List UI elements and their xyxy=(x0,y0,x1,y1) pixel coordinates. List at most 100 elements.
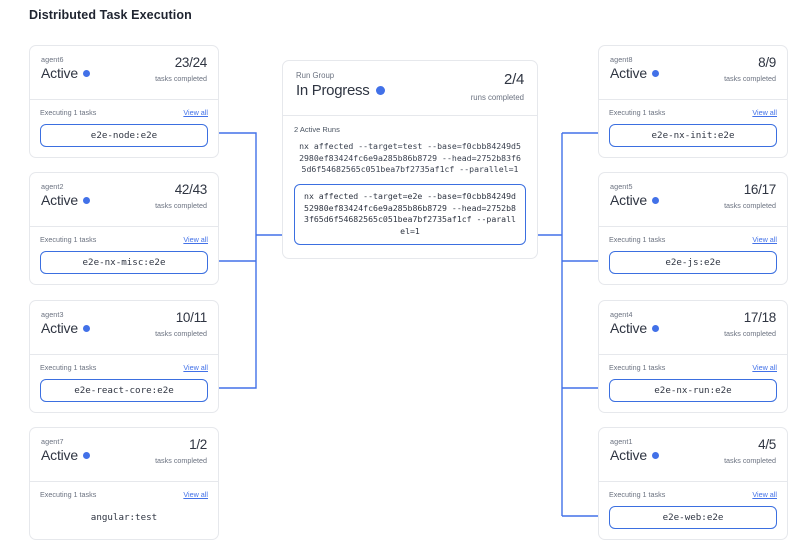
view-all-link[interactable]: View all xyxy=(183,235,208,244)
active-runs-label: 2 Active Runs xyxy=(294,125,340,134)
agent-card-body: Executing 1 tasks View all e2e-nx-run:e2… xyxy=(599,355,787,412)
agent-card-body: Executing 1 tasks View all e2e-nx-misc:e… xyxy=(30,227,218,284)
agent-status-label: Active xyxy=(610,447,647,463)
agent-card-header: agent7 Active 1/2 tasks completed xyxy=(30,428,218,481)
agent-card-agent5[interactable]: agent5 Active 16/17 tasks completed Exec… xyxy=(598,172,788,285)
agent-counts: 42/43 tasks completed xyxy=(155,182,207,210)
executing-label: Executing 1 tasks xyxy=(40,490,97,499)
tasks-count-label: tasks completed xyxy=(724,74,776,83)
agent-status: Active xyxy=(41,192,207,208)
agent-status: Active xyxy=(610,320,776,336)
status-dot-icon xyxy=(651,196,659,204)
tasks-count-label: tasks completed xyxy=(724,201,776,210)
agent-name: agent5 xyxy=(610,182,633,191)
card-divider xyxy=(599,481,787,482)
agent-card-header: agent5 Active 16/17 tasks completed xyxy=(599,173,787,226)
agent-card-header: agent4 Active 17/18 tasks completed xyxy=(599,301,787,354)
task-label[interactable]: angular:test xyxy=(90,512,158,523)
card-divider xyxy=(30,354,218,355)
run-group-status-label: In Progress xyxy=(296,82,370,99)
agent-card-body: Executing 1 tasks View all e2e-web:e2e xyxy=(599,482,787,539)
executing-label: Executing 1 tasks xyxy=(609,363,666,372)
agent-card-header: agent2 Active 42/43 tasks completed xyxy=(30,173,218,226)
run-command-highlighted[interactable]: nx affected --target=e2e --base=f0cbb842… xyxy=(294,183,526,246)
tasks-count-label: tasks completed xyxy=(155,74,207,83)
agent-card-agent8[interactable]: agent8 Active 8/9 tasks completed Execut… xyxy=(598,45,788,158)
executing-label: Executing 1 tasks xyxy=(40,235,97,244)
runs-count: 2/4 xyxy=(504,71,524,88)
agent-card-agent1[interactable]: agent1 Active 4/5 tasks completed Execut… xyxy=(598,427,788,540)
agent-counts: 4/5 tasks completed xyxy=(724,437,776,465)
tasks-count: 42/43 xyxy=(174,182,208,197)
tasks-count: 17/18 xyxy=(743,310,777,325)
agent-card-header: agent1 Active 4/5 tasks completed xyxy=(599,428,787,481)
status-dot-icon xyxy=(651,324,659,332)
tasks-count: 8/9 xyxy=(758,55,776,70)
run-command[interactable]: nx affected --target=test --base=f0cbb84… xyxy=(299,141,521,175)
task-pill[interactable]: e2e-js:e2e xyxy=(609,251,777,274)
task-pill[interactable]: e2e-nx-misc:e2e xyxy=(40,251,208,274)
agent-status-label: Active xyxy=(41,320,78,336)
tasks-count-label: tasks completed xyxy=(155,329,207,338)
agent-card-agent3[interactable]: agent3 Active 10/11 tasks completed Exec… xyxy=(29,300,219,413)
agent-card-header: agent6 Active 23/24 tasks completed xyxy=(30,46,218,99)
agent-card-body: Executing 1 tasks View all e2e-nx-init:e… xyxy=(599,100,787,157)
runs-count-label: runs completed xyxy=(470,93,524,102)
executing-label: Executing 1 tasks xyxy=(609,235,666,244)
executing-row: Executing 1 tasks View all xyxy=(609,363,777,372)
agent-card-body: Executing 1 tasks View all e2e-js:e2e xyxy=(599,227,787,284)
agent-card-agent4[interactable]: agent4 Active 17/18 tasks completed Exec… xyxy=(598,300,788,413)
view-all-link[interactable]: View all xyxy=(752,108,777,117)
agent-card-agent6[interactable]: agent6 Active 23/24 tasks completed Exec… xyxy=(29,45,219,158)
executing-row: Executing 1 tasks View all xyxy=(609,490,777,499)
status-dot-icon xyxy=(651,451,659,459)
task-pill[interactable]: e2e-react-core:e2e xyxy=(40,379,208,402)
view-all-link[interactable]: View all xyxy=(752,490,777,499)
executing-label: Executing 1 tasks xyxy=(40,363,97,372)
task-pill[interactable]: e2e-nx-init:e2e xyxy=(609,124,777,147)
agent-status: Active xyxy=(41,447,207,463)
agent-counts: 1/2 tasks completed xyxy=(155,437,207,465)
agent-card-agent2[interactable]: agent2 Active 42/43 tasks completed Exec… xyxy=(29,172,219,285)
agent-status: Active xyxy=(610,447,776,463)
agent-status-label: Active xyxy=(41,192,78,208)
status-dot-icon xyxy=(82,324,90,332)
task-pill[interactable]: e2e-web:e2e xyxy=(609,506,777,529)
view-all-link[interactable]: View all xyxy=(752,235,777,244)
tasks-count: 10/11 xyxy=(175,310,208,325)
status-dot-icon xyxy=(651,69,659,77)
status-dot-icon xyxy=(376,86,386,95)
run-group-label: Run Group xyxy=(296,71,335,80)
run-group-card[interactable]: Run Group In Progress 2/4 runs completed… xyxy=(282,60,538,260)
view-all-link[interactable]: View all xyxy=(183,490,208,499)
page-title: Distributed Task Execution xyxy=(29,8,192,22)
view-all-link[interactable]: View all xyxy=(183,363,208,372)
agent-status: Active xyxy=(41,65,207,81)
view-all-link[interactable]: View all xyxy=(752,363,777,372)
task-pill[interactable]: e2e-nx-run:e2e xyxy=(609,379,777,402)
card-divider xyxy=(599,226,787,227)
card-divider xyxy=(30,99,218,100)
agent-counts: 8/9 tasks completed xyxy=(724,55,776,83)
tasks-count: 23/24 xyxy=(174,55,208,70)
agent-name: agent8 xyxy=(610,55,633,64)
agent-status: Active xyxy=(610,192,776,208)
task-pill[interactable]: e2e-node:e2e xyxy=(40,124,208,147)
tasks-count: 1/2 xyxy=(189,437,207,452)
agent-status: Active xyxy=(41,320,207,336)
agent-card-body: Executing 1 tasks View all e2e-react-cor… xyxy=(30,355,218,412)
agent-name: agent7 xyxy=(41,437,64,446)
run-group-header: Run Group In Progress 2/4 runs completed xyxy=(283,61,537,115)
card-divider xyxy=(599,354,787,355)
status-dot-icon xyxy=(82,69,90,77)
run-group-status: In Progress xyxy=(296,82,524,99)
executing-row: Executing 1 tasks View all xyxy=(40,363,208,372)
view-all-link[interactable]: View all xyxy=(183,108,208,117)
tasks-count: 4/5 xyxy=(758,437,776,452)
agent-card-agent7[interactable]: agent7 Active 1/2 tasks completed Execut… xyxy=(29,427,219,540)
agent-card-body: Executing 1 tasks View all e2e-node:e2e xyxy=(30,100,218,157)
agent-card-body: Executing 1 tasks View all angular:test xyxy=(30,482,218,539)
agent-card-header: agent3 Active 10/11 tasks completed xyxy=(30,301,218,354)
agent-counts: 23/24 tasks completed xyxy=(155,55,207,83)
